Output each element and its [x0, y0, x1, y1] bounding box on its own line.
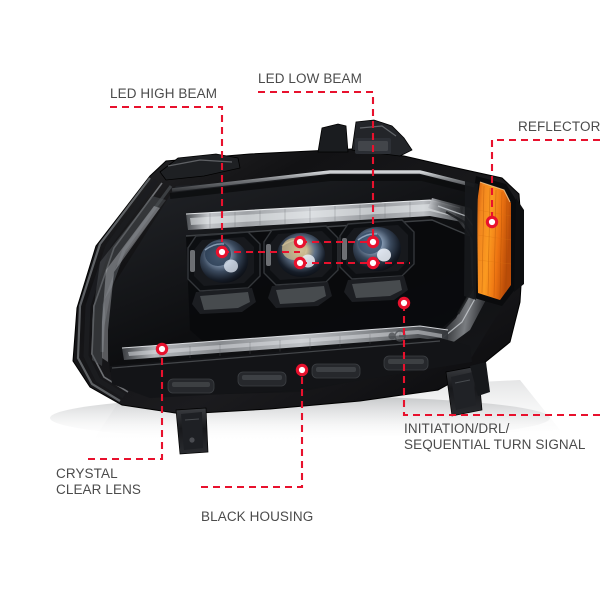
callout-dots [155, 215, 499, 377]
callout-dot-core-led-high-beam [218, 248, 226, 256]
callout-label-led-low-beam: LED LOW BEAM [258, 71, 362, 86]
leader-line-reflector [490, 138, 600, 222]
callout-dot-core-projector-link-low [296, 259, 304, 267]
projector-3-low-beam [339, 219, 415, 302]
leader-line-led-high-beam [110, 105, 224, 252]
mounting-tab-lower-left [175, 407, 209, 455]
callout-dot-core-crystal-clear-lens [158, 345, 166, 353]
callout-dot-core-projector-link-right [369, 259, 377, 267]
leader-line-initiation-drl-sequential-turn-signal [402, 303, 600, 417]
callout-label-reflector: REFLECTOR [518, 119, 600, 134]
callout-dot-core-initiation-drl-sequential-turn-signal [400, 299, 408, 307]
callout-label-led-high-beam: LED HIGH BEAM [110, 86, 218, 101]
callout-dot-core-projector-link-mid [296, 238, 304, 246]
callout-label-initiation-drl-sequential-turn-signal: INITIATION/DRL/ SEQUENTIAL TURN SIGNAL [404, 421, 586, 452]
leader-line-projector-link-mid [222, 240, 373, 254]
callout-label-black-housing: BLACK HOUSING [201, 509, 314, 524]
callout-dot-core-reflector [488, 218, 496, 226]
mounting-tab-lower-right [445, 362, 490, 417]
leader-line-black-housing [201, 370, 304, 489]
callout-label-crystal-clear-lens: CRYSTAL CLEAR LENS [56, 466, 142, 497]
projector-1-high-beam [187, 231, 261, 314]
callout-dot-core-led-low-beam [369, 238, 377, 246]
amber-reflector [464, 176, 524, 306]
callout-dot-core-black-housing [298, 366, 306, 374]
crystal-clear-lens-cover [92, 196, 166, 366]
leader-line-led-low-beam [258, 90, 375, 242]
projector-2-low-beam [263, 225, 339, 308]
leader-line-crystal-clear-lens [88, 349, 164, 461]
lower-drl-light-bar [121, 325, 449, 360]
callout-leader-lines [88, 90, 600, 489]
